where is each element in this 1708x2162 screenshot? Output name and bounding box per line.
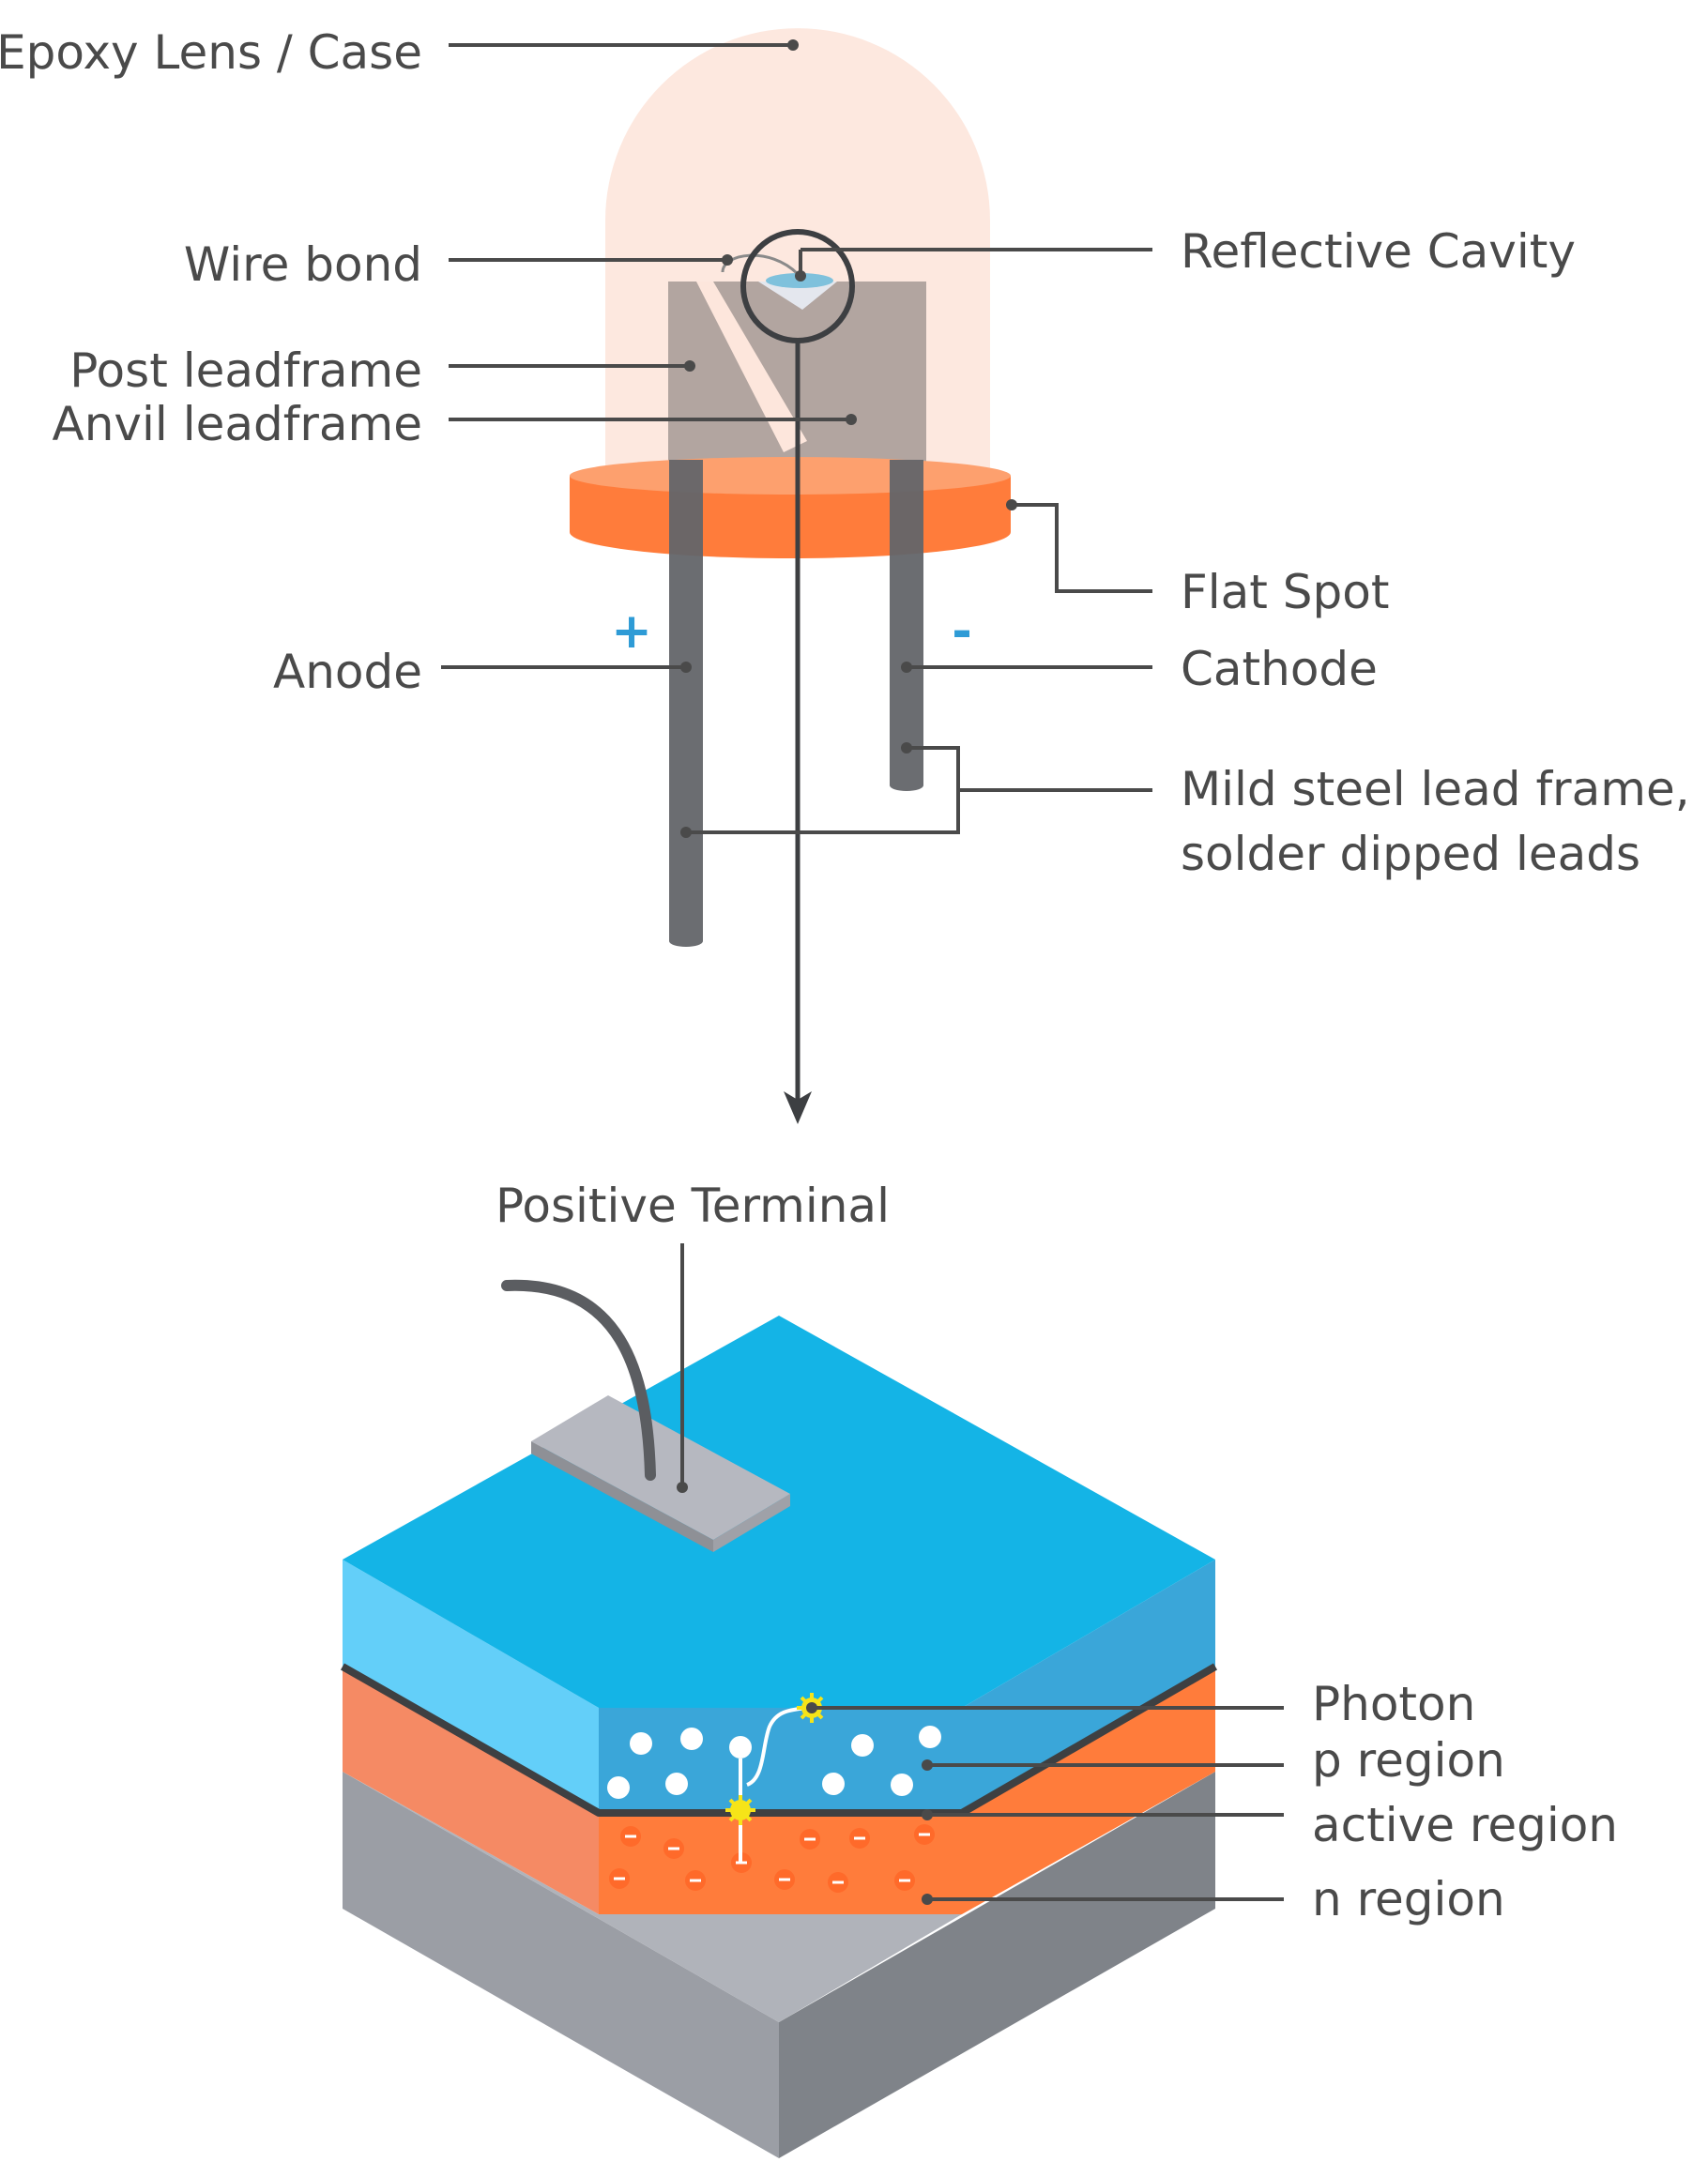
callout-active-region: active region xyxy=(922,1798,1618,1852)
callout-lead-frame: Mild steel lead frame, solder dipped lea… xyxy=(680,742,1690,881)
electron xyxy=(663,1838,684,1859)
callout-n-region: n region xyxy=(922,1872,1505,1926)
anode-lead xyxy=(669,460,703,947)
electron xyxy=(849,1828,870,1849)
electron xyxy=(774,1869,795,1890)
label-anode: Anode xyxy=(273,645,422,699)
callout-photon: Photon xyxy=(806,1677,1475,1731)
substrate-cut-floor xyxy=(343,1772,962,2022)
label-flat-spot: Flat Spot xyxy=(1181,565,1389,619)
hole xyxy=(665,1773,688,1795)
label-post-leadframe: Post leadframe xyxy=(69,343,422,398)
hole xyxy=(919,1726,941,1748)
hole xyxy=(607,1776,630,1799)
chip-cross-section xyxy=(341,1279,1218,2158)
hole xyxy=(851,1734,874,1757)
electron xyxy=(828,1872,848,1893)
hole xyxy=(891,1774,913,1796)
label-epoxy-lens: Epoxy Lens / Case xyxy=(0,25,422,80)
callout-flat-spot: Flat Spot xyxy=(1006,499,1389,619)
leadframe-gap xyxy=(696,282,807,452)
callout-post-leadframe: Post leadframe xyxy=(69,343,695,398)
electron xyxy=(620,1826,641,1847)
label-lead-frame-line2: solder dipped leads xyxy=(1181,827,1640,881)
cathode-minus-sign: - xyxy=(952,603,972,660)
hole xyxy=(630,1732,652,1755)
label-p-region: p region xyxy=(1312,1733,1505,1788)
callout-epoxy-lens: Epoxy Lens / Case xyxy=(0,25,799,80)
hole xyxy=(729,1736,752,1759)
cathode-lead xyxy=(890,460,923,791)
electron xyxy=(914,1824,935,1845)
recombination-burst xyxy=(725,1795,755,1825)
callout-wire-bond: Wire bond xyxy=(184,237,733,292)
reflective-cavity-cup xyxy=(758,282,837,310)
electrons xyxy=(609,1824,935,1893)
label-anvil-leadframe: Anvil leadframe xyxy=(53,397,422,451)
electron xyxy=(609,1868,630,1889)
label-lead-frame-line1: Mild steel lead frame, xyxy=(1181,762,1690,816)
electron xyxy=(685,1870,706,1891)
n-layer-left-face xyxy=(343,1667,599,1914)
p-layer-front xyxy=(599,1708,962,1813)
zoom-arrowhead xyxy=(784,1091,812,1124)
holes xyxy=(607,1726,941,1799)
substrate-left-face xyxy=(343,1772,779,2158)
callout-anvil-leadframe: Anvil leadframe xyxy=(53,397,857,451)
active-region-line xyxy=(341,1663,1218,1817)
hole xyxy=(822,1773,845,1795)
label-active-region: active region xyxy=(1312,1798,1618,1852)
label-cathode: Cathode xyxy=(1181,642,1378,696)
substrate-right-face xyxy=(779,1772,1215,2158)
electron xyxy=(800,1829,820,1850)
callout-positive-terminal: Positive Terminal xyxy=(496,1179,890,1493)
label-n-region: n region xyxy=(1312,1872,1505,1926)
label-positive-terminal: Positive Terminal xyxy=(496,1179,890,1233)
label-reflective-cavity: Reflective Cavity xyxy=(1181,224,1576,279)
n-layer-front xyxy=(599,1813,962,1914)
electron xyxy=(894,1870,915,1891)
label-photon: Photon xyxy=(1312,1677,1475,1731)
led-package xyxy=(570,28,1011,1124)
label-wire-bond: Wire bond xyxy=(184,237,422,292)
n-layer-right-face xyxy=(962,1667,1215,1914)
callout-anode: Anode xyxy=(273,645,692,699)
callout-p-region: p region xyxy=(922,1733,1505,1788)
callout-reflective-cavity: Reflective Cavity xyxy=(795,224,1576,282)
p-layer-right-face xyxy=(962,1560,1215,1813)
p-layer-left-face xyxy=(343,1560,599,1813)
photon-path xyxy=(746,1706,808,1787)
hole xyxy=(680,1728,703,1750)
anode-plus-sign: + xyxy=(611,603,652,660)
terminal-wire xyxy=(501,1279,656,1481)
callout-cathode: Cathode xyxy=(901,642,1378,696)
base-flange xyxy=(570,457,1011,558)
positive-terminal-pad xyxy=(531,1395,790,1552)
